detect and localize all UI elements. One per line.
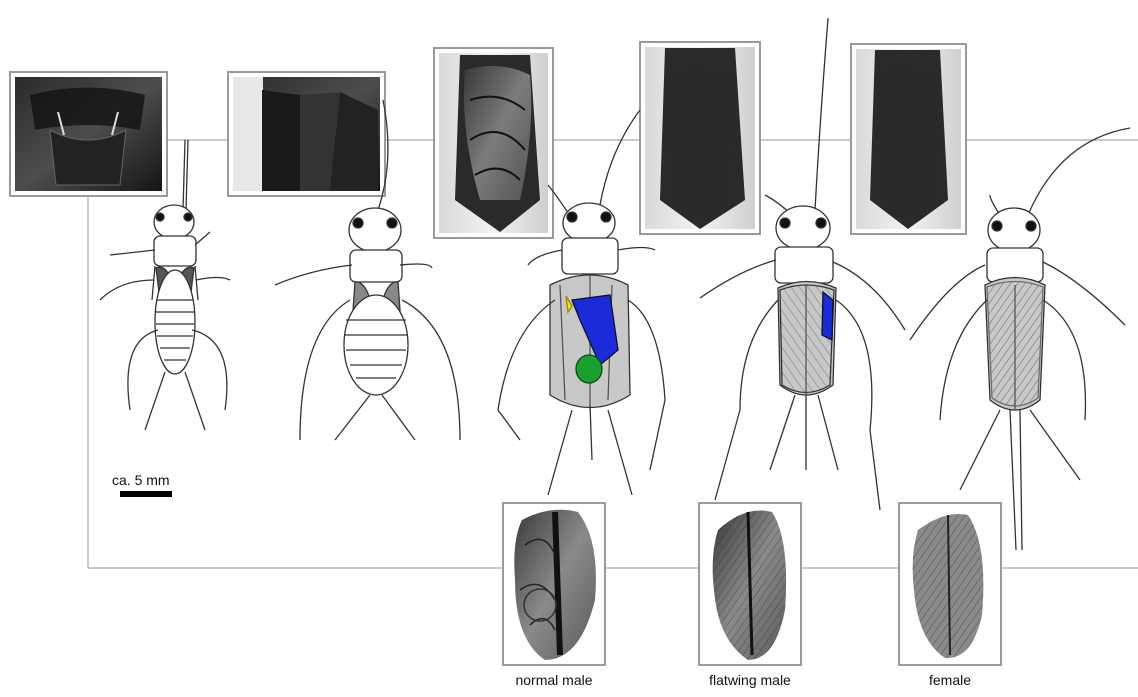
- photo-inset-4: [640, 42, 760, 234]
- photo-inset-1: [10, 72, 167, 196]
- photo-inset-2: [228, 72, 385, 196]
- caption-normal-male: normal male: [484, 672, 624, 688]
- scale-bar-label: ca. 5 mm: [112, 472, 170, 488]
- photo-inset-5: [851, 44, 966, 234]
- wing-photo-flatwing-male: [699, 503, 801, 665]
- caption-female: female: [880, 672, 1020, 688]
- caption-flatwing-male: flatwing male: [680, 672, 820, 688]
- photo-inset-3: [434, 48, 553, 238]
- wing-photo-normal-male: [503, 503, 605, 665]
- scale-bar: [120, 491, 172, 497]
- wing-photo-female: [899, 503, 1001, 665]
